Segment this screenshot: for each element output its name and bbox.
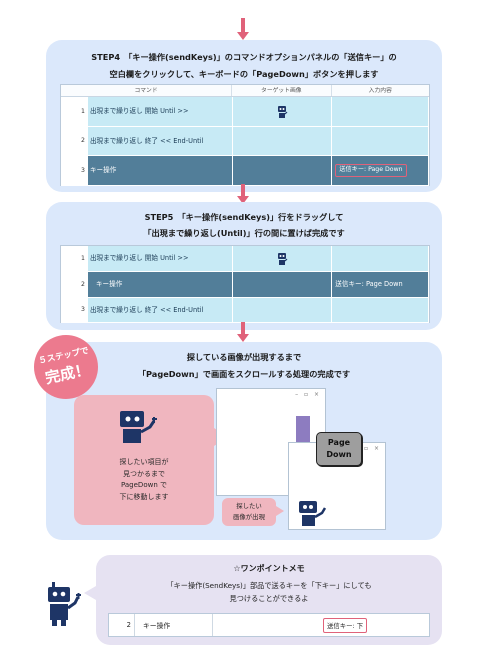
row-input-cell[interactable]: 送信キー: 下: [213, 614, 429, 636]
found-label-line1: 探したい: [236, 502, 262, 510]
step5-panel: STEP5 「キー操作(sendKeys)」行をドラッグして 「出現まで繰り返し…: [46, 202, 442, 330]
tip-pointer: [84, 586, 96, 600]
robot-thumbnail-icon: [277, 252, 288, 265]
row-input: [332, 127, 429, 156]
row-command: 出現まで繰り返し 終了 << End-Until: [87, 298, 233, 323]
step4-panel: STEP4 「キー操作(sendKeys)」のコマンドオプションパネルの「送信キ…: [46, 40, 442, 192]
robot-mascot-icon: [120, 411, 157, 443]
row-number: 2: [61, 127, 88, 156]
tip-line2: 見つけることができるよ: [229, 594, 309, 603]
row-command: キー操作: [87, 156, 233, 186]
flow-arrow-1: [237, 18, 249, 40]
row-number: 2: [61, 272, 88, 298]
tip-line1: 「キー操作(SendKeys)」部品で送るキーを「下キー」にしても: [166, 581, 372, 590]
found-label-line2: 画像が出現: [233, 513, 265, 521]
completion-title-line2: 「PageDown」で画面をスクロールする処理の完成です: [137, 369, 351, 379]
row-target-image[interactable]: [232, 156, 333, 186]
row-command: 出現まで繰り返し 開始 Until >>: [87, 97, 233, 127]
table-row-selected[interactable]: 3 キー操作 送信キー: Page Down: [61, 156, 429, 186]
row-input: [332, 246, 429, 272]
step5-title-line2: 「出現まで繰り返し(Until)」行の間に置けば完成です: [143, 228, 345, 238]
target-robot-icon: [299, 501, 327, 526]
row-number: 1: [61, 246, 88, 272]
tip-example-row[interactable]: 2 キー操作 送信キー: 下: [108, 613, 430, 637]
pagedown-key-line2: Down: [326, 450, 352, 459]
note-line-2: 見つかるまで: [123, 469, 165, 478]
table-header: コマンド ターゲット画像 入力内容: [61, 85, 429, 97]
column-header-command: コマンド: [61, 85, 233, 96]
column-header-input: 入力内容: [368, 88, 392, 94]
row-number: 1: [61, 97, 88, 127]
row-command: 出現まで繰り返し 開始 Until >>: [87, 246, 233, 272]
column-header-target: ターゲット画像: [232, 85, 332, 96]
table-row[interactable]: 1 出現まで繰り返し 開始 Until >>: [61, 246, 429, 272]
tip-title: ☆ワンポイントメモ: [233, 564, 305, 573]
row-command: 出現まで繰り返し 終了 << End-Until: [87, 127, 233, 156]
found-image-label: 探したい 画像が出現: [222, 498, 276, 526]
step5-command-table: 1 出現まで繰り返し 開始 Until >> 2 キー操作 送信キー: Page…: [60, 245, 430, 323]
row-target-image[interactable]: [232, 127, 333, 156]
step4-title-line2: 空白欄をクリックして、キーボードの「PageDown」ボタンを押します: [109, 69, 379, 79]
step4-command-table: コマンド ターゲット画像 入力内容 1 出現まで繰り返し 開始 Until >>…: [60, 84, 430, 186]
explanation-bubble: 探したい項目が 見つかるまで PageDown で 下に移動します: [74, 395, 214, 525]
row-number: 3: [61, 156, 88, 186]
tip-panel: ☆ワンポイントメモ 「キー操作(SendKeys)」部品で送るキーを「下キー」に…: [96, 555, 442, 645]
window-controls[interactable]: – ▫ ×: [355, 445, 381, 452]
robot-mascot-icon: [48, 582, 81, 626]
note-line-4: 下に移動します: [119, 492, 169, 501]
row-input-cell[interactable]: 送信キー: Page Down: [332, 156, 429, 186]
note-line-3: PageDown で: [120, 481, 167, 489]
flow-arrow-3: [237, 322, 249, 342]
found-label-pointer: [276, 506, 284, 516]
completion-title-line1: 探している画像が出現するまで: [186, 352, 302, 362]
window-controls[interactable]: – ▫ ×: [295, 391, 321, 398]
flow-arrow-2: [237, 184, 249, 204]
row-number: 2: [109, 614, 135, 636]
row-input: 送信キー: Page Down: [332, 272, 429, 298]
table-row[interactable]: 1 出現まで繰り返し 開始 Until >>: [61, 97, 429, 127]
row-number: 3: [61, 298, 88, 323]
row-target-image[interactable]: [232, 272, 333, 298]
row-target-image[interactable]: [232, 246, 333, 272]
send-key-field-highlight[interactable]: 送信キー: Page Down: [335, 164, 407, 177]
pagedown-key-line1: Page: [327, 438, 351, 447]
table-row[interactable]: 2 出現まで繰り返し 終了 << End-Until: [61, 127, 429, 156]
robot-thumbnail-icon: [277, 105, 288, 118]
step5-title-line1: STEP5 「キー操作(sendKeys)」行をドラッグして: [144, 212, 344, 222]
step4-title-line1: STEP4 「キー操作(sendKeys)」のコマンドオプションパネルの「送信キ…: [91, 52, 397, 62]
send-key-down-highlight[interactable]: 送信キー: 下: [323, 617, 368, 633]
table-row-moved[interactable]: 2 キー操作 送信キー: Page Down: [61, 272, 429, 298]
row-input: [332, 97, 429, 127]
pagedown-key: Page Down: [316, 432, 362, 466]
row-input: [332, 298, 429, 323]
row-target-image[interactable]: [232, 298, 333, 323]
row-target-image[interactable]: [232, 97, 333, 127]
note-line-1: 探したい項目が: [119, 458, 169, 466]
row-command: キー操作: [87, 272, 233, 298]
row-command: キー操作: [135, 614, 213, 636]
table-row[interactable]: 3 出現まで繰り返し 終了 << End-Until: [61, 298, 429, 323]
